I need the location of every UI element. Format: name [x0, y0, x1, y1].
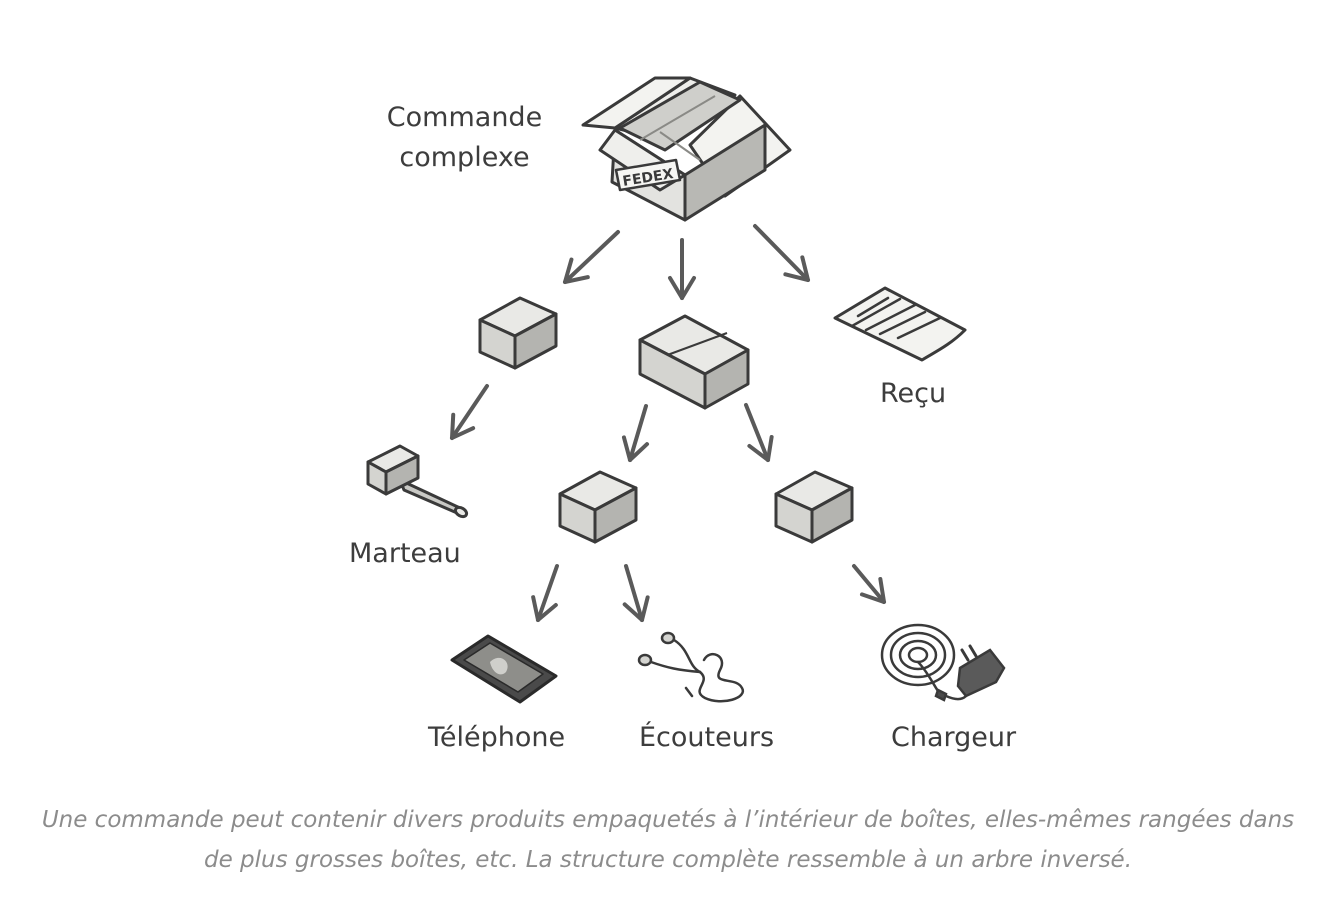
- arrow-medium-box-to-right-box: [744, 403, 782, 467]
- hammer-icon: [366, 444, 469, 519]
- root-label: Commande complexe: [372, 98, 557, 178]
- arrow-medium-box-to-left-box: [616, 404, 650, 466]
- receipt-label: Reçu: [880, 378, 947, 409]
- arrow-root-to-receipt: [753, 224, 816, 288]
- receipt-icon: [833, 286, 967, 362]
- arrow-root-to-medium-box: [668, 238, 696, 300]
- arrow-small-box-to-hammer: [440, 384, 489, 447]
- order-tree-diagram: FEDEX: [366, 76, 1006, 704]
- right-box-icon: [774, 470, 854, 544]
- root-label-line1: Commande: [386, 102, 543, 133]
- figure-caption: Une commande peut contenir divers produi…: [0, 800, 1336, 880]
- earphones-icon: [637, 631, 745, 703]
- left-box-icon: [558, 470, 638, 544]
- arrow-root-to-small-box: [554, 230, 620, 293]
- phone-icon: [450, 634, 558, 704]
- arrow-right-box-to-charger: [852, 564, 896, 612]
- phone-label: Téléphone: [428, 722, 566, 753]
- caption-line1: Une commande peut contenir divers produi…: [41, 807, 1295, 833]
- small-box-icon: [478, 296, 558, 370]
- medium-box-icon: [638, 314, 750, 410]
- fedex-box-icon: [581, 76, 792, 222]
- arrow-left-box-to-earphones: [622, 564, 656, 626]
- hammer-label: Marteau: [349, 538, 461, 569]
- charger-label: Chargeur: [891, 722, 1017, 753]
- fedex-label: FEDEX: [622, 166, 675, 190]
- charger-icon: [880, 623, 1006, 702]
- arrow-left-box-to-phone: [524, 564, 559, 626]
- root-label-line2: complexe: [399, 142, 530, 173]
- earphones-label: Écouteurs: [639, 722, 775, 753]
- caption-line2: de plus grosses boîtes, etc. La structur…: [203, 847, 1133, 873]
